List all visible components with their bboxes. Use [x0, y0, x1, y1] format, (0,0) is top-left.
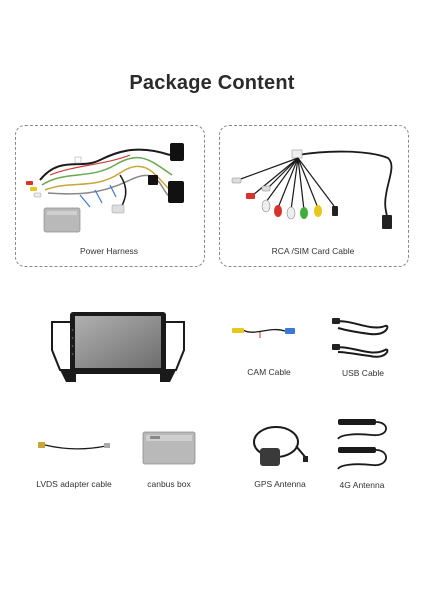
- power-harness-image: [26, 143, 184, 233]
- rca-sim-cable-label: RCA /SIM Card Cable: [271, 246, 355, 256]
- cam-cable-image: [232, 328, 295, 338]
- canbus-box-image: [142, 431, 196, 465]
- lvds-adapter-cable-label: LVDS adapter cable: [36, 479, 112, 489]
- gps-antenna-label: GPS Antenna: [254, 479, 306, 489]
- page-title: Package Content: [129, 72, 295, 94]
- rca-sim-cable-image: [231, 149, 393, 229]
- 4g-antenna-label: 4G Antenna: [339, 480, 385, 490]
- cam-cable-label: CAM Cable: [247, 367, 291, 377]
- head-unit-image: [51, 312, 185, 382]
- canbus-box-label: canbus box: [147, 479, 191, 489]
- usb-cable-label: USB Cable: [341, 368, 385, 378]
- usb-cable-image: [332, 318, 389, 358]
- gps-antenna-image: [253, 426, 308, 466]
- 4g-antenna-image: [337, 419, 387, 470]
- lvds-adapter-cable-image: [38, 442, 110, 450]
- power-harness-label: Power Harness: [79, 246, 139, 256]
- bottom-whitespace: [0, 520, 424, 600]
